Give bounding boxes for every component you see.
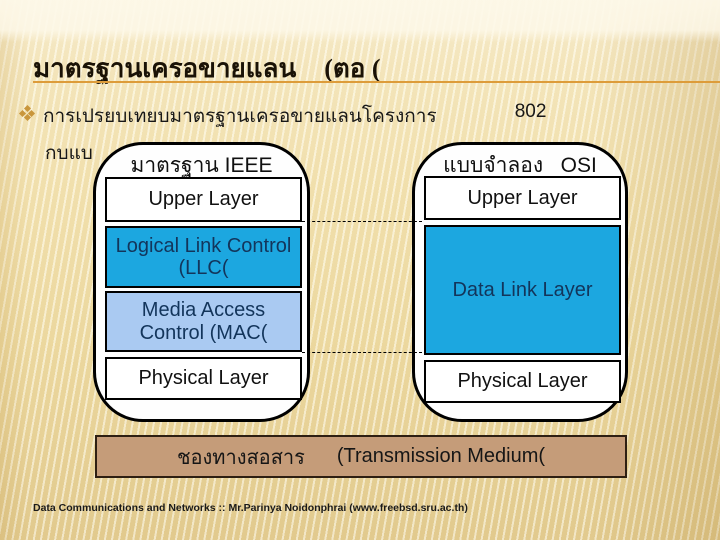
ieee-column-title: มาตรฐาน IEEE <box>130 154 273 177</box>
bullet-number: 802 <box>514 101 547 122</box>
slide-footer-credit: Data Communications and Networks :: Mr.P… <box>33 502 468 514</box>
bullet-line2-text: กบแบ <box>45 143 93 164</box>
ieee-llc-layer-box: Logical Link Control (LLC( <box>105 226 302 288</box>
upper-boundary-dashed-line <box>302 221 422 222</box>
bullet-line: การเปรยบเทยบมาตรฐานเครอขายแลนโครงการ 802 <box>18 101 547 131</box>
transmission-medium-latin-label: (Transmission Medium( <box>336 445 546 467</box>
diamond-bullet-icon <box>18 104 36 122</box>
page-title: มาตรฐานเครอขายแลน (ตอ ( <box>33 48 381 89</box>
osi-model-column: แบบจำลอง OSI Upper Layer Data Link Layer… <box>412 142 628 422</box>
osi-upper-layer-box: Upper Layer <box>424 176 621 220</box>
title-underline-divider <box>33 81 720 83</box>
ieee-mac-layer-box: Media Access Control (MAC( <box>105 291 302 352</box>
bullet-text: การเปรยบเทยบมาตรฐานเครอขายแลนโครงการ <box>43 106 437 127</box>
transmission-medium-bar: ชองทางสอสาร (Transmission Medium( <box>95 435 627 478</box>
ieee-physical-layer-box: Physical Layer <box>105 357 302 400</box>
page-title-main: มาตรฐานเครอขายแลน <box>33 54 297 83</box>
ieee-standard-column: มาตรฐาน IEEE Upper Layer Logical Link Co… <box>93 142 310 422</box>
ieee-upper-layer-box: Upper Layer <box>105 177 302 222</box>
osi-data-link-layer-box: Data Link Layer <box>424 225 621 355</box>
transmission-medium-thai-label: ชองทางสอสาร <box>176 446 305 469</box>
page-title-suffix: (ตอ ( <box>324 54 381 83</box>
osi-column-title: แบบจำลอง OSI <box>443 154 597 177</box>
lower-boundary-dashed-line <box>302 352 422 353</box>
osi-physical-layer-box: Physical Layer <box>424 360 621 403</box>
